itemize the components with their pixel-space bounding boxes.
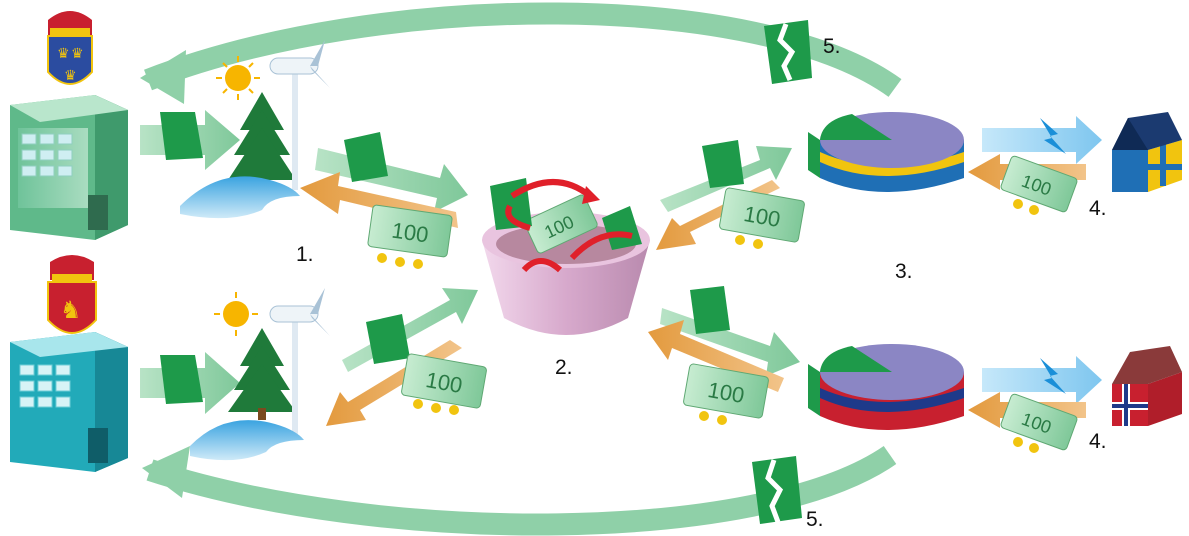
norway-coat-of-arms: ♞ bbox=[47, 255, 97, 334]
banknote-bottom-right: 100 bbox=[683, 363, 769, 425]
certificate-from-market-top bbox=[660, 140, 792, 212]
utility-quota-pie-sweden bbox=[808, 112, 964, 192]
svg-text:♛: ♛ bbox=[57, 46, 70, 62]
banknote-sweden-customer: 100 bbox=[1000, 155, 1078, 215]
step-label-4-top: 4. bbox=[1089, 197, 1107, 220]
banknote-norway-customer: 100 bbox=[1000, 393, 1078, 453]
electricity-to-customer-norway bbox=[982, 356, 1102, 404]
certificate-to-market-bottom bbox=[342, 288, 478, 372]
banknote-top-left: 100 bbox=[367, 204, 453, 269]
step-label-4-bottom: 4. bbox=[1089, 430, 1107, 453]
certificate-market-pot: 100 bbox=[482, 178, 650, 335]
svg-text:♞: ♞ bbox=[60, 296, 82, 324]
cancelled-certificate-bottom bbox=[752, 456, 802, 524]
certificate-from-market-bottom bbox=[660, 286, 800, 376]
electricity-to-customer-sweden bbox=[982, 116, 1102, 164]
banknote-bottom-left: 100 bbox=[401, 353, 487, 415]
government-building-sweden bbox=[10, 95, 128, 240]
step-label-5-bottom: 5. bbox=[806, 508, 824, 531]
utility-quota-pie-norway bbox=[808, 344, 964, 430]
bottom-return-arrow bbox=[142, 445, 897, 536]
step-label-1: 1. bbox=[296, 243, 314, 266]
customer-house-norway bbox=[1112, 346, 1182, 426]
svg-text:♛: ♛ bbox=[71, 46, 84, 62]
cancelled-certificate-top bbox=[764, 20, 812, 84]
step-label-5-top: 5. bbox=[823, 35, 841, 58]
svg-text:♛: ♛ bbox=[64, 68, 77, 84]
renewable-producer-sweden bbox=[180, 40, 330, 219]
step-label-2: 2. bbox=[555, 356, 573, 379]
customer-house-sweden bbox=[1112, 112, 1182, 192]
step-label-3: 3. bbox=[895, 260, 913, 283]
government-building-norway bbox=[10, 332, 128, 472]
banknote-top-right: 100 bbox=[719, 187, 805, 249]
renewable-producer-norway bbox=[190, 288, 330, 461]
sweden-coat-of-arms: ♛ ♛ ♛ bbox=[47, 11, 93, 85]
certificate-flow-sweden bbox=[140, 110, 240, 170]
svg-text:100: 100 bbox=[390, 218, 430, 248]
top-return-arrow bbox=[140, 2, 902, 104]
certificate-flow-norway bbox=[140, 352, 240, 414]
certificate-to-market-top bbox=[315, 132, 468, 212]
